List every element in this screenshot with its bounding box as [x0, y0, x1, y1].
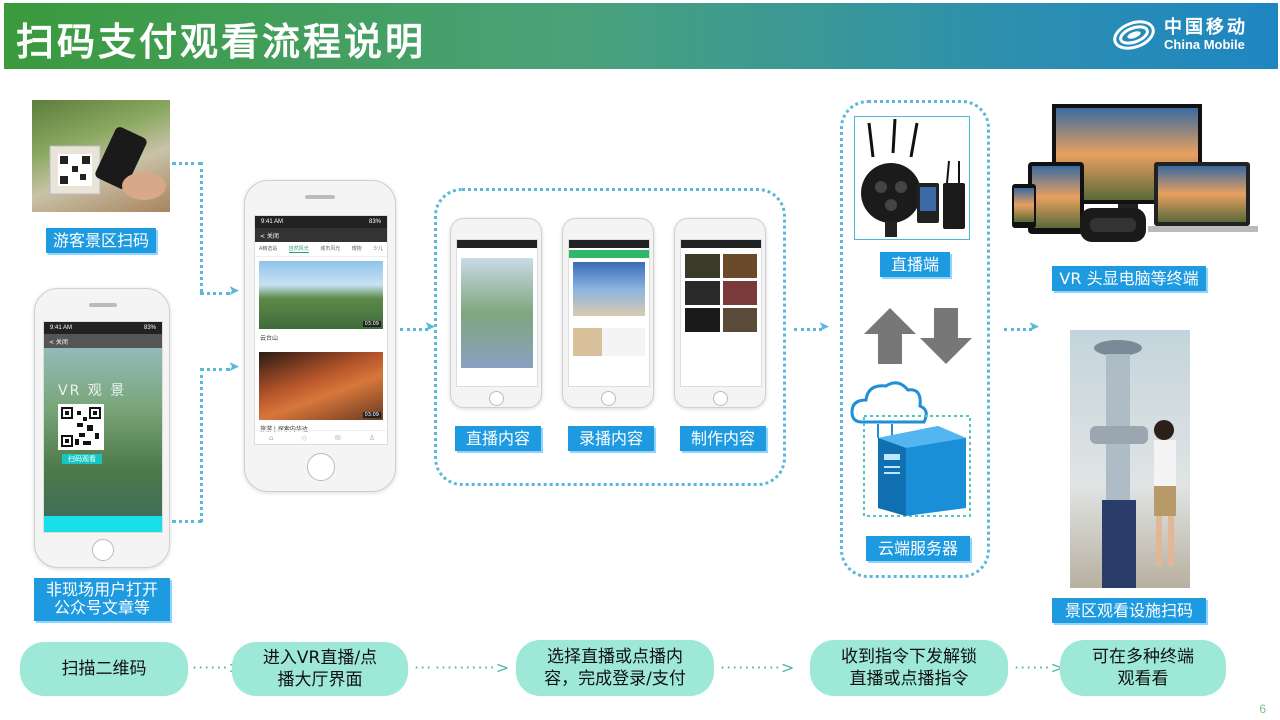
content-group	[434, 188, 786, 486]
phone-close-button[interactable]: < 关闭	[44, 334, 162, 348]
qr-code	[58, 404, 104, 450]
tab-city[interactable]: 城市风光	[320, 246, 341, 252]
flow-step-text: 播大厅界面	[277, 670, 363, 690]
page-number: 6	[1259, 702, 1266, 716]
user-icon[interactable]: ♙	[368, 433, 375, 442]
vr-terminals-photo	[1008, 98, 1258, 248]
vr-overlay-text: VR 观 景	[58, 383, 127, 399]
status-time: 9:41 AM	[50, 325, 73, 331]
flow-step-enter-hall: 进入VR直播/点播大厅界面	[232, 642, 408, 696]
vr-camera-photo	[854, 116, 970, 240]
vr-terminals-label: VR 头显电脑等终端	[1052, 266, 1206, 292]
flow-step-text: 进入VR直播/点	[262, 647, 378, 668]
offsite-label-line2: 公众号文章等	[53, 598, 150, 618]
produced-content-phone	[674, 218, 766, 408]
brand-name-en: China Mobile	[1164, 36, 1245, 52]
china-mobile-logo-icon	[1113, 20, 1155, 50]
live-content-screen	[456, 239, 538, 387]
phone-bottom-banner	[44, 516, 162, 532]
scenic-facility-photo	[1070, 330, 1190, 588]
page-title: 扫码支付观看流程说明	[16, 20, 427, 64]
vr-viewing-booth-illustration	[1090, 340, 1176, 588]
recorded-content-label: 录播内容	[568, 426, 654, 452]
flow-arrow-icon: ······>	[1014, 658, 1065, 677]
status-battery: 83%	[368, 219, 381, 225]
tab-nature[interactable]: 自然风光	[288, 246, 309, 253]
live-content-label: 直播内容	[455, 426, 541, 452]
produced-content-screen	[680, 239, 762, 387]
flow-step-text: 容，完成登录/支付	[544, 669, 686, 689]
header-bar: 扫码支付观看流程说明 中国移动 China Mobile	[4, 3, 1278, 69]
message-icon[interactable]: ✉	[334, 433, 341, 442]
sync-arrows-icon	[864, 308, 972, 364]
flow-step-text: 直播或点播指令	[849, 669, 969, 689]
video-caption-2: 旅游 | 探索内华达	[260, 426, 308, 433]
qr-scan-illustration	[49, 127, 166, 200]
produced-content-label: 制作内容	[680, 426, 766, 452]
flow-step-text: 扫描二维码	[61, 658, 147, 679]
flow-step-text: 观看看	[1117, 669, 1169, 689]
devices-illustration	[1012, 104, 1258, 242]
phone-home-button	[307, 453, 335, 481]
cloud-server-icon	[850, 381, 971, 517]
scenic-facility-scan-label: 景区观看设施扫码	[1052, 598, 1206, 624]
status-time: 9:41 AM	[261, 219, 284, 225]
video-duration: 03:09	[362, 321, 381, 327]
arrow-right-icon: ➤	[228, 283, 240, 299]
arrow-right-icon: ➤	[1028, 319, 1040, 335]
flow-arrow-icon: ······>	[192, 658, 243, 677]
tourist-scan-label: 游客景区扫码	[46, 228, 156, 254]
arrow-right-icon: ➤	[424, 319, 436, 335]
recorded-content-screen	[568, 239, 650, 387]
scan-watch-button[interactable]: 扫码观看	[62, 454, 102, 464]
flow-arrow-icon: ··· ··········>	[414, 658, 511, 677]
brand-name-cn: 中国移动	[1164, 16, 1248, 38]
tourist-scan-photo	[32, 100, 170, 212]
tab-featured[interactable]: A精选站	[259, 246, 278, 252]
category-tabs: A精选站 自然风光 城市风光 博物 少儿	[255, 242, 387, 257]
flow-arrow-icon: ··········>	[720, 658, 796, 677]
tab-kids[interactable]: 少儿	[372, 246, 383, 252]
video-thumbnail-1[interactable]: 03:09	[259, 261, 383, 329]
vr-hall-screen: 9:41 AM 83% < 关闭 A精选站 自然风光 城市风光 博物 少儿 03:…	[254, 215, 388, 445]
bottom-tab-bar: ⌂ ◇ ✉ ♙	[255, 430, 387, 444]
server-group	[840, 100, 990, 578]
status-battery: 83%	[143, 325, 156, 331]
cloud-server-label: 云端服务器	[866, 536, 970, 562]
vr-hall-phone: 9:41 AM 83% < 关闭 A精选站 自然风光 城市风光 博物 少儿 03:…	[244, 180, 396, 492]
tab-museum[interactable]: 博物	[351, 246, 362, 252]
flow-step-text: 选择直播或点播内	[546, 646, 683, 667]
phone-close-button[interactable]: < 关闭	[255, 228, 387, 242]
arrow-right-icon: ➤	[228, 359, 240, 375]
flow-step-multi-terminal: 可在多种终端观看看	[1060, 640, 1226, 696]
video-caption-1: 云台山	[260, 335, 279, 342]
home-icon[interactable]: ⌂	[269, 433, 274, 442]
recorded-content-phone	[562, 218, 654, 408]
live-end-label: 直播端	[880, 252, 950, 278]
flow-step-scan-qr: 扫描二维码	[20, 642, 188, 696]
diamond-icon[interactable]: ◇	[301, 433, 307, 442]
brand: 中国移动 China Mobile	[1112, 15, 1248, 55]
arrow-right-icon: ➤	[818, 319, 830, 335]
offsite-label-line1: 非现场用户打开	[45, 580, 158, 599]
flow-step-unlock: 收到指令下发解锁直播或点播指令	[810, 640, 1008, 696]
offsite-phone: 9:41 AM 83% < 关闭 VR 观 景 扫码观看	[34, 288, 170, 568]
video-duration: 03:09	[362, 412, 381, 418]
flow-step-select-pay: 选择直播或点播内容，完成登录/支付	[516, 640, 714, 696]
offsite-users-label: 非现场用户打开 公众号文章等	[34, 578, 170, 621]
vr-camera-icon	[861, 118, 965, 237]
live-content-phone	[450, 218, 542, 408]
offsite-phone-screen: 9:41 AM 83% < 关闭 VR 观 景 扫码观看	[43, 321, 163, 533]
phone-home-button	[92, 539, 114, 561]
flow-step-text: 收到指令下发解锁	[841, 646, 977, 667]
video-thumbnail-2[interactable]: 03:09	[259, 352, 383, 420]
flow-step-text: 可在多种终端	[1092, 646, 1194, 667]
